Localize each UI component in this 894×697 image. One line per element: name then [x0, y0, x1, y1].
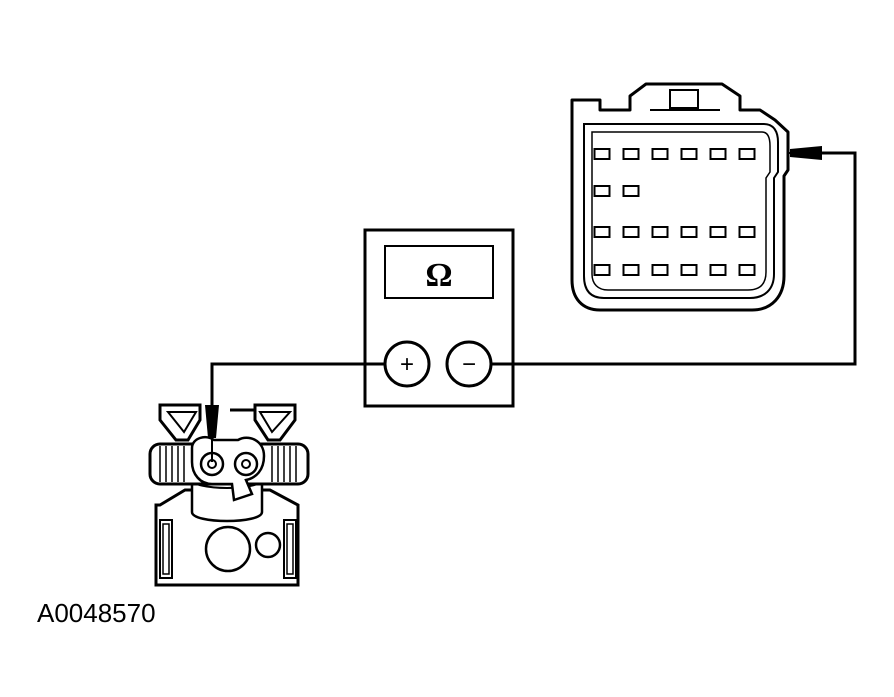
connector-pin-cavity — [738, 226, 756, 238]
negative-lead-wire — [491, 151, 857, 366]
small-port — [254, 531, 282, 559]
meter-display — [384, 245, 494, 299]
positive-lead-wire — [210, 362, 385, 405]
positive-probe-handle — [205, 405, 219, 438]
connector-pin-cavity — [651, 264, 669, 276]
connector-pin-cavity — [593, 185, 611, 197]
right-ear-inner — [258, 411, 293, 434]
connector-pin-cavity — [709, 264, 727, 276]
connector-outer-shell — [570, 82, 790, 312]
housing-left-slot-inner — [162, 523, 170, 575]
connector-pin-cavity — [680, 226, 698, 238]
connector-inner-border-2 — [591, 131, 771, 291]
connector-pin-cavity — [593, 264, 611, 276]
connector-pin-cavity — [709, 226, 727, 238]
connector-latch — [669, 89, 699, 109]
sensor-component — [148, 403, 310, 587]
connector-pin-cavity — [593, 148, 611, 160]
large-port — [204, 525, 252, 573]
connector-pin-cavity — [709, 148, 727, 160]
housing-right-slot-inner — [286, 523, 294, 575]
left-ear-inner — [165, 411, 198, 434]
coil-ribs — [159, 446, 297, 482]
connector-pin-cavity — [680, 148, 698, 160]
connector-pin-cavity — [651, 226, 669, 238]
ohm-symbol: Ω — [425, 257, 452, 294]
connector-pin-cavity — [622, 264, 640, 276]
ohmmeter: Ω + − — [363, 228, 515, 408]
terminal-pin-2-center — [241, 459, 251, 469]
test-leads — [210, 151, 857, 405]
positive-symbol: + — [400, 351, 414, 378]
connector-pin-cavity — [593, 226, 611, 238]
connector-pin-cavity — [622, 148, 640, 160]
negative-symbol: − — [462, 351, 476, 378]
connector-pin-cavity — [622, 185, 640, 197]
connector-pin-cavity — [738, 148, 756, 160]
connector-pin-cavity — [680, 264, 698, 276]
negative-probe-handle — [790, 146, 822, 160]
connector-pins — [593, 148, 756, 276]
connector-pin-cavity — [622, 226, 640, 238]
connector-pin-cavity — [738, 264, 756, 276]
connector-inner-border — [583, 123, 779, 299]
positive-probe — [205, 405, 219, 462]
figure-reference: A0048570 — [37, 598, 156, 628]
connector-harness — [570, 82, 790, 312]
connector-pin-cavity — [651, 148, 669, 160]
